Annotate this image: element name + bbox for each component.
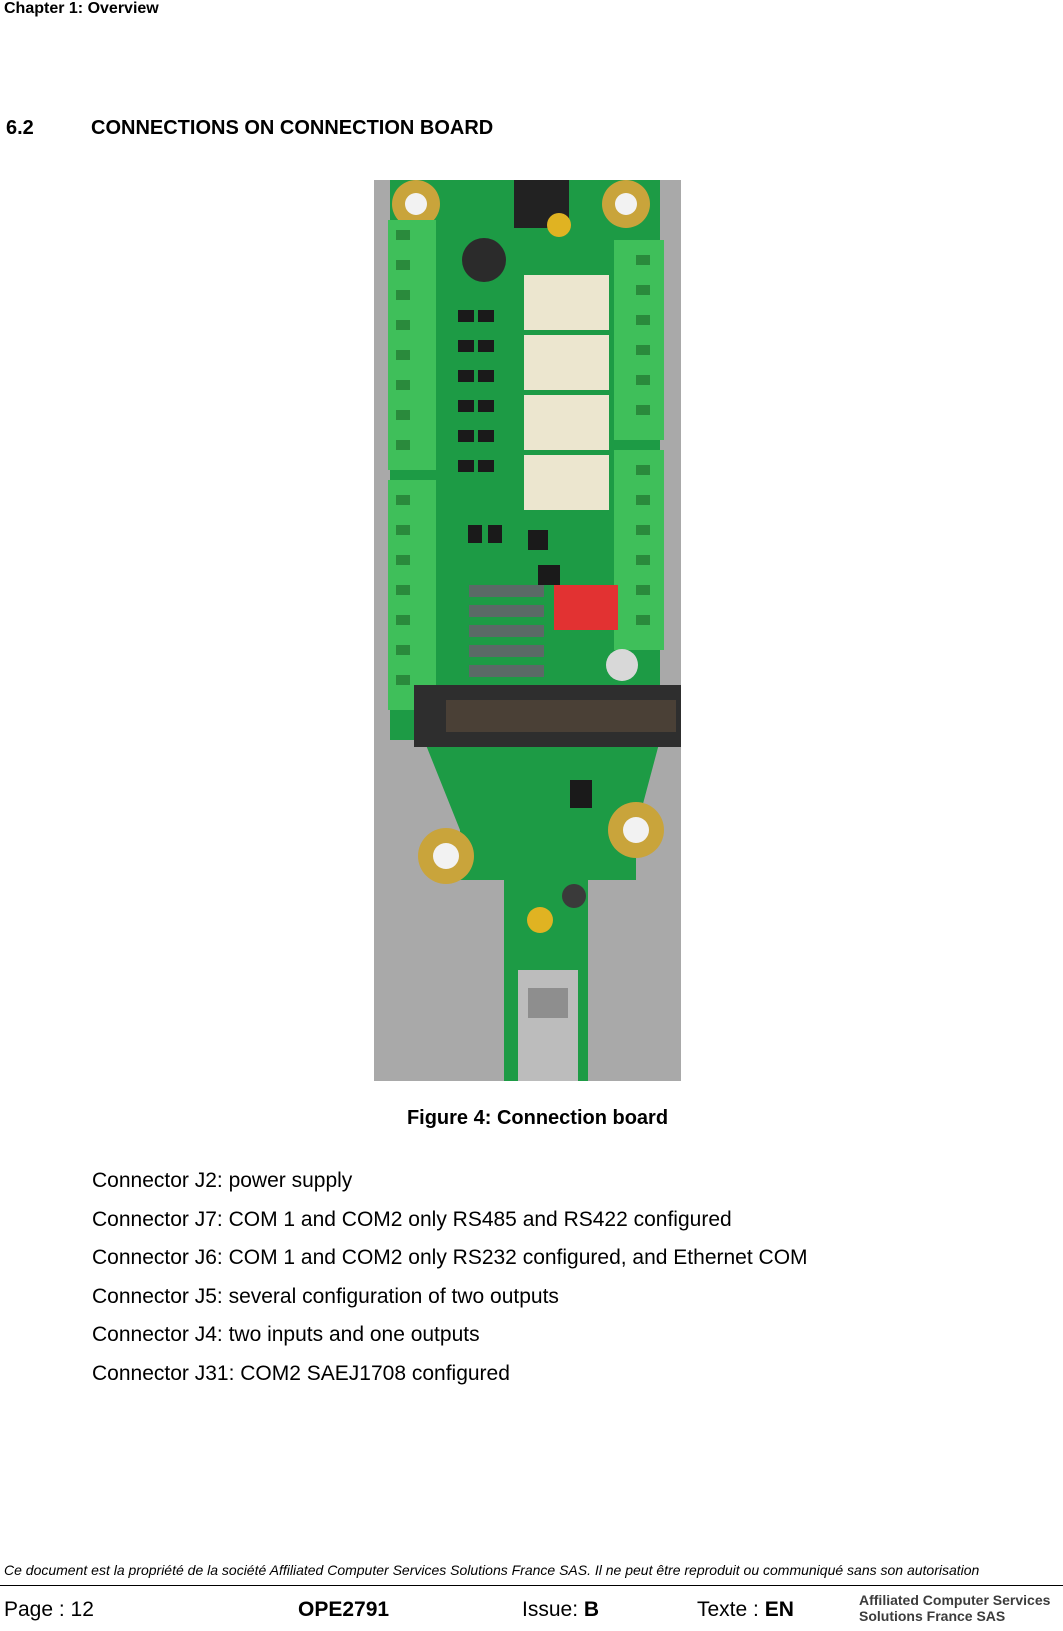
language-label: Texte : — [697, 1598, 765, 1621]
list-item: Connector J5: several configuration of t… — [92, 1284, 559, 1308]
issue-field: Issue: B — [522, 1598, 599, 1622]
document-id: OPE2791 — [298, 1598, 390, 1621]
logo-line-1: Affiliated Computer Services — [859, 1592, 1051, 1608]
page-number: Page : 12 — [4, 1598, 94, 1621]
issue-label: Issue: — [522, 1598, 584, 1621]
logo-line-2: Solutions France SAS — [859, 1608, 1006, 1624]
section-title: CONNECTIONS ON CONNECTION BOARD — [91, 117, 494, 139]
figure-caption: Figure 4: Connection board — [406, 1107, 669, 1129]
language-field: Texte : EN — [697, 1598, 794, 1622]
company-logo: Affiliated Computer Services Solutions F… — [859, 1592, 1050, 1624]
issue-value: B — [583, 1598, 600, 1621]
list-item: Connector J4: two inputs and one outputs — [92, 1323, 480, 1347]
footer-divider — [0, 1585, 1063, 1586]
list-item: Connector J6: COM 1 and COM2 only RS232 … — [92, 1246, 808, 1270]
list-item: Connector J7: COM 1 and COM2 only RS485 … — [92, 1207, 732, 1231]
copyright-notice: Ce document est la propriété de la socié… — [4, 1562, 980, 1578]
connector-list: Connector J2: power supply Connector J7:… — [92, 1168, 808, 1400]
section-number: 6.2 — [6, 117, 34, 139]
list-item: Connector J31: COM2 SAEJ1708 configured — [92, 1361, 510, 1385]
language-value: EN — [764, 1598, 794, 1621]
list-item: Connector J2: power supply — [92, 1169, 353, 1192]
chapter-heading: Chapter 1: Overview — [4, 0, 159, 17]
connection-board-photo — [374, 180, 681, 1081]
